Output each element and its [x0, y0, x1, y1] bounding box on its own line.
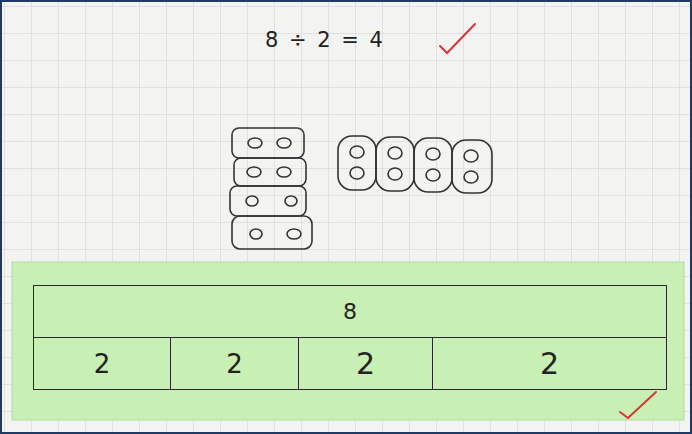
total-value: 8 — [343, 299, 357, 324]
part-bar: 2 — [298, 337, 432, 390]
domino-row — [338, 136, 492, 193]
part-value: 2 — [226, 349, 243, 379]
domino-stack — [230, 128, 312, 249]
equation: 8 ÷ 2 = 4 — [265, 28, 385, 52]
part-bar: 2 — [33, 337, 170, 390]
part-bar: 2 — [170, 337, 298, 390]
red-tick — [440, 24, 475, 53]
whole-bar: 8 — [33, 285, 667, 337]
part-value: 2 — [356, 346, 375, 381]
part-value: 2 — [94, 349, 111, 379]
red-tick — [620, 392, 656, 418]
part-bar: 2 — [432, 337, 667, 390]
part-value: 2 — [540, 346, 559, 381]
green-paper — [12, 262, 684, 420]
